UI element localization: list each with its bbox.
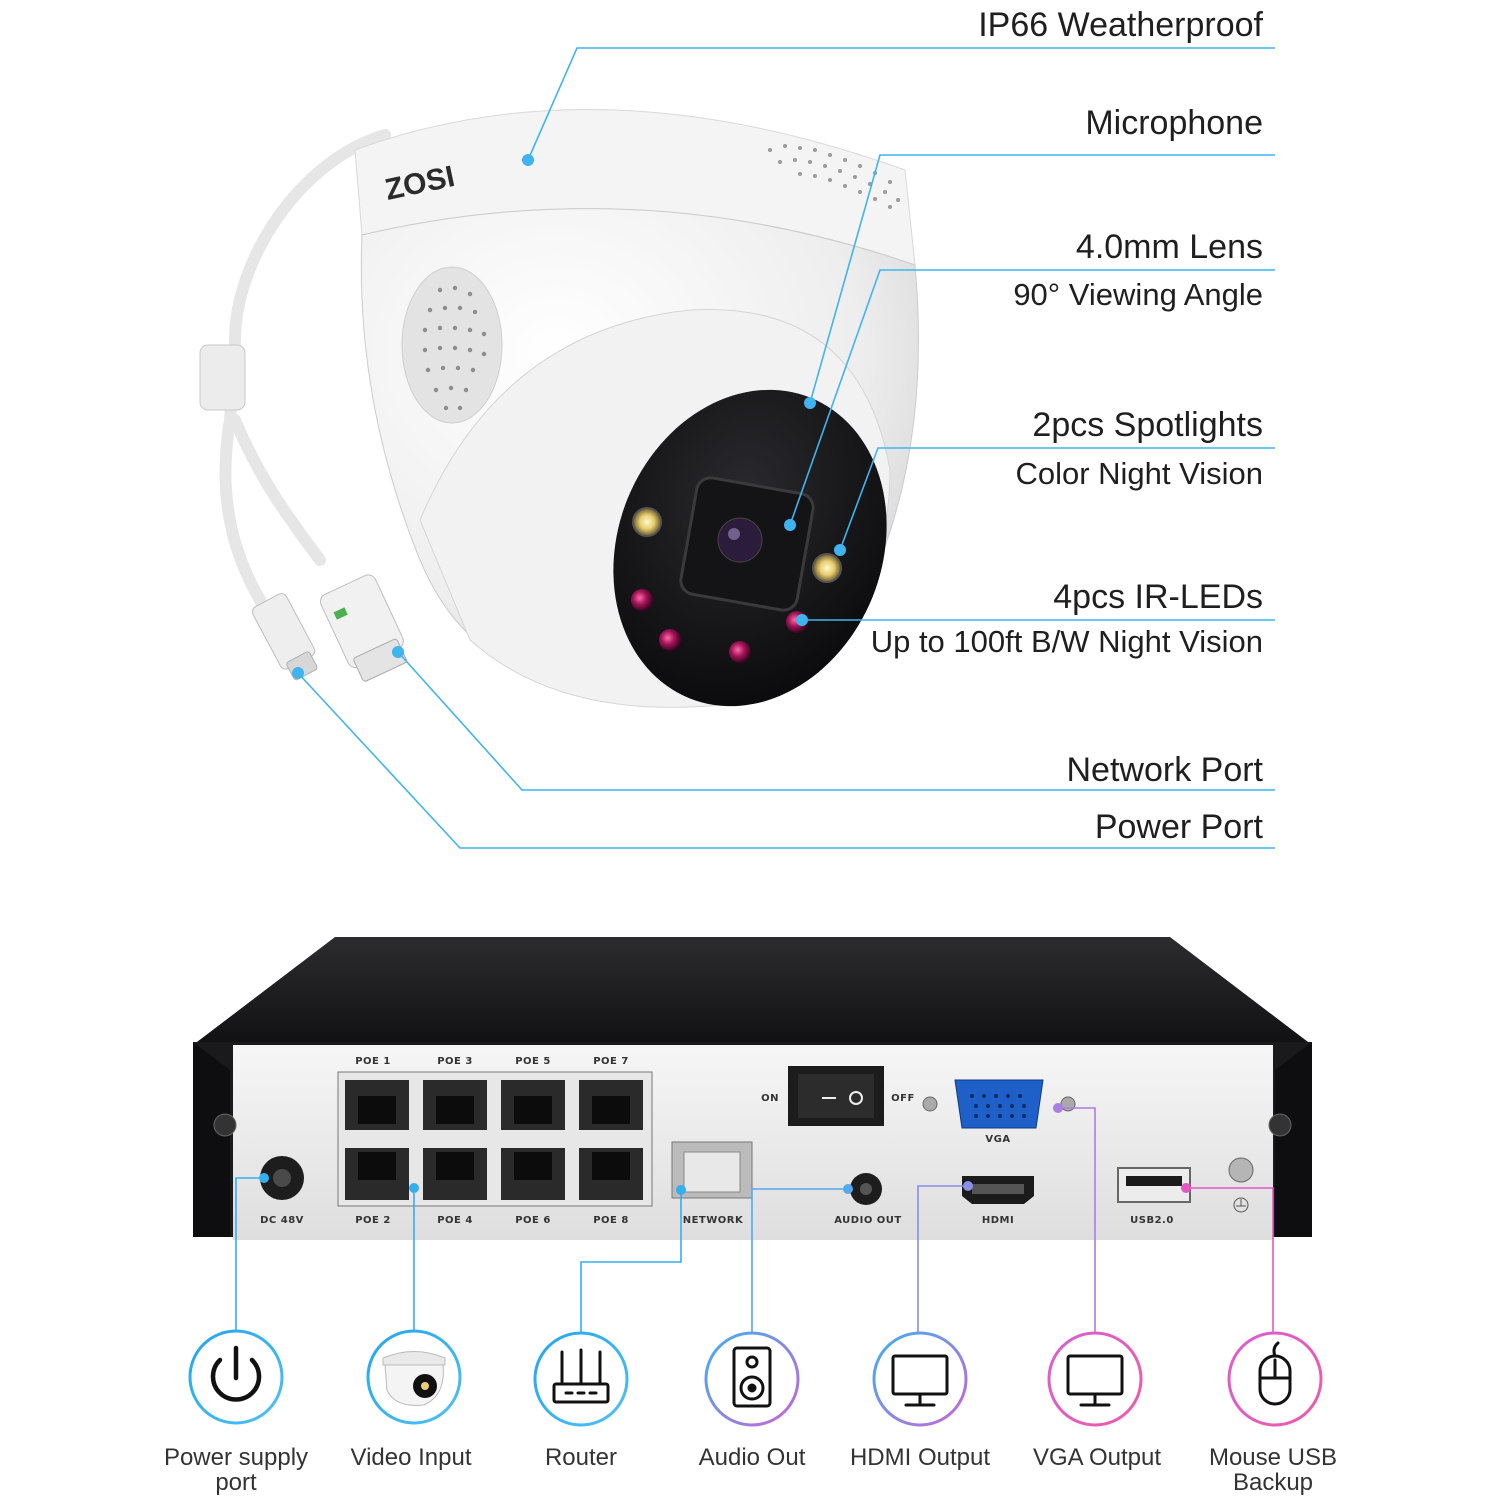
ir-led	[631, 589, 653, 611]
vga-port[interactable]	[954, 1079, 1044, 1129]
ground-screw	[1228, 1157, 1254, 1183]
camera-illustration: ZOSI	[199, 109, 919, 708]
power-supply-label: Power supply	[164, 1444, 308, 1471]
feature-irleds-title: 4pcs IR-LEDs	[1053, 578, 1263, 616]
nvr-illustration: DC 48V POE 1 POE 3 POE 5 POE 7 POE 2 POE…	[193, 937, 1312, 1240]
vga-output-label: VGA Output	[1033, 1444, 1161, 1471]
poe-port[interactable]	[345, 1080, 409, 1130]
ir-led	[659, 629, 681, 651]
poe-top-label: POE 7	[593, 1056, 629, 1067]
mouse-usb-item: Mouse USB Backup	[1209, 1331, 1337, 1496]
icon-ring	[704, 1331, 800, 1427]
camera-icon	[382, 1351, 446, 1406]
router-icon	[552, 1348, 610, 1404]
poe-bottom-label: POE 4	[437, 1215, 473, 1226]
spotlight-left	[632, 507, 662, 537]
feature-microphone-title: Microphone	[1085, 104, 1263, 142]
poe-port[interactable]	[501, 1080, 565, 1130]
mouse-usb-label-line2: Backup	[1233, 1469, 1313, 1496]
poe-bottom-label: POE 6	[515, 1215, 551, 1226]
lens	[717, 517, 763, 563]
router-item: Router	[533, 1331, 629, 1471]
power-supply-label-line2: port	[215, 1469, 257, 1496]
mouse-icon	[1258, 1341, 1292, 1406]
poe-bottom-label: POE 8	[593, 1215, 629, 1226]
vga-label: VGA	[985, 1134, 1010, 1145]
ground-icon	[1233, 1197, 1249, 1213]
network-label: NETWORK	[683, 1215, 744, 1226]
switch-on-label: ON	[761, 1093, 779, 1104]
spotlight-right	[812, 553, 842, 583]
switch-off-label: OFF	[891, 1093, 915, 1104]
camera-feature-labels: IP66 Weatherproof Microphone 4.0mm Lens …	[871, 6, 1264, 846]
power-supply-item: Power supply port	[164, 1329, 308, 1496]
feature-spotlights-title: 2pcs Spotlights	[1032, 406, 1263, 444]
power-icon	[210, 1345, 262, 1402]
feature-irleds-subtitle: Up to 100ft B/W Night Vision	[871, 624, 1263, 659]
speaker-icon	[732, 1346, 772, 1408]
poe-top-label: POE 1	[355, 1056, 391, 1067]
mouse-usb-label: Mouse USB	[1209, 1444, 1337, 1471]
network-port-connector[interactable]	[318, 572, 413, 684]
cable-junction	[199, 344, 246, 411]
video-input-item: Video Input	[351, 1329, 472, 1471]
feature-spotlights-subtitle: Color Night Vision	[1015, 456, 1263, 491]
poe-ports	[345, 1080, 643, 1200]
feature-power-port-title: Power Port	[1095, 808, 1264, 846]
poe-port[interactable]	[423, 1148, 487, 1200]
camera-callout-dots	[292, 154, 846, 679]
usb-label: USB2.0	[1130, 1215, 1174, 1226]
vga-output-item: VGA Output	[1033, 1331, 1161, 1471]
poe-top-label: POE 3	[437, 1056, 473, 1067]
callout-rules	[960, 47, 1275, 849]
monitor-icon	[891, 1354, 949, 1407]
feature-lens-title: 4.0mm Lens	[1076, 228, 1263, 266]
ir-led	[729, 641, 751, 663]
poe-port[interactable]	[423, 1080, 487, 1130]
icon-ring	[872, 1331, 968, 1427]
audio-out-item: Audio Out	[699, 1331, 806, 1471]
router-label: Router	[545, 1444, 617, 1471]
nvr-connection-lines	[235, 1107, 1274, 1332]
nvr-lid	[193, 937, 1312, 1045]
hdmi-output-item: HDMI Output	[850, 1331, 990, 1471]
feature-weatherproof-title: IP66 Weatherproof	[978, 6, 1263, 44]
poe-port[interactable]	[345, 1148, 409, 1200]
camera-cable	[219, 129, 391, 646]
speaker-grille	[401, 266, 503, 424]
hdmi-output-label: HDMI Output	[850, 1444, 990, 1471]
poe-top-label: POE 5	[515, 1056, 551, 1067]
feature-network-port-title: Network Port	[1067, 751, 1264, 789]
dc-label: DC 48V	[260, 1215, 304, 1226]
poe-port[interactable]	[579, 1148, 643, 1200]
nvr-connection-dots	[259, 1103, 1191, 1195]
monitor-icon	[1066, 1354, 1124, 1407]
icon-ring	[1047, 1331, 1143, 1427]
video-input-label: Video Input	[351, 1444, 472, 1471]
poe-bottom-label: POE 2	[355, 1215, 391, 1226]
audio-out-label-text: Audio Out	[699, 1444, 806, 1471]
power-port-connector[interactable]	[250, 592, 323, 684]
camera-cable-branch	[229, 414, 326, 566]
poe-port[interactable]	[579, 1080, 643, 1130]
hdmi-label: HDMI	[982, 1215, 1014, 1226]
speaker-holes	[422, 285, 487, 411]
poe-port[interactable]	[501, 1148, 565, 1200]
feature-lens-subtitle: 90° Viewing Angle	[1013, 277, 1263, 312]
audio-out-label: AUDIO OUT	[834, 1215, 902, 1226]
